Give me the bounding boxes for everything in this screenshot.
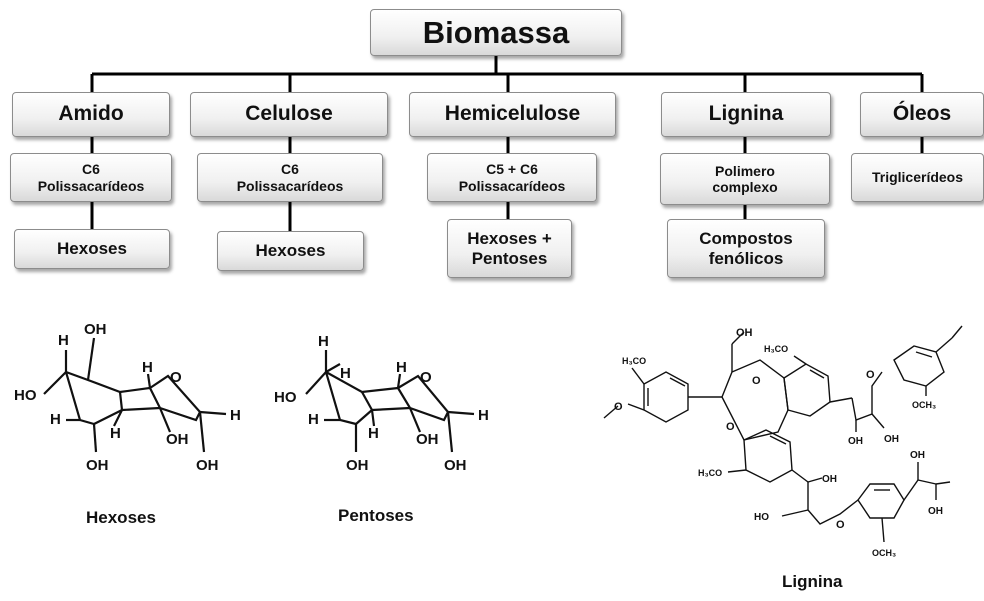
atom-label: O — [420, 369, 432, 386]
atom-label: H — [368, 425, 379, 442]
atom-label: H — [308, 411, 319, 428]
atom-label: HO — [14, 387, 37, 404]
root-label: Biomassa — [422, 14, 570, 50]
atom-label: HO — [754, 512, 769, 523]
product-hemicelulose: Hexoses + Pentoses — [447, 219, 572, 278]
hexose-structure: H OH HO H H O H OH H OH OH — [14, 321, 241, 474]
composition-amido: C6 Polissacarídeos — [10, 153, 172, 202]
atom-label: OH — [928, 506, 943, 517]
atom-label: O — [866, 369, 875, 381]
pentose-structure: H H HO H H O H OH H OH OH — [274, 333, 489, 474]
atom-label: H — [478, 407, 489, 424]
atom-label: O — [752, 375, 761, 387]
atom-label: OH — [910, 450, 925, 461]
product-lignina: Compostos fenólicos — [667, 219, 825, 278]
category-label: Celulose — [245, 102, 333, 126]
category-label: Óleos — [892, 102, 952, 126]
atom-label: H — [318, 333, 329, 350]
atom-label: OH — [884, 434, 899, 445]
atom-label: H — [142, 359, 153, 376]
atom-label: OCH₃ — [912, 400, 936, 410]
composition-hemicelulose: C5 + C6 Polissacarídeos — [427, 153, 597, 202]
atom-label: O — [614, 401, 623, 413]
product-celulose: Hexoses — [217, 231, 364, 271]
atom-label: H — [396, 359, 407, 376]
atom-label: H — [230, 407, 241, 424]
atom-label: H₃CO — [622, 356, 646, 366]
lignin-structure: H₃CO O OH O O H₃CO O OH OH OCH₃ H₃CO OH … — [603, 325, 963, 558]
hexose-caption: Hexoses — [86, 508, 156, 527]
category-label: Amido — [58, 102, 124, 126]
atom-label: OH — [346, 457, 369, 474]
atom-label: O — [170, 369, 182, 386]
atom-label: OH — [822, 474, 837, 485]
category-label: Hemicelulose — [444, 102, 581, 126]
atom-label: H — [58, 332, 69, 349]
lignin-caption: Lignina — [782, 572, 843, 591]
atom-label: OH — [196, 457, 219, 474]
atom-label: OH — [86, 457, 109, 474]
node-amido: Amido — [12, 92, 170, 137]
atom-label: O — [726, 421, 735, 433]
atom-label: H — [340, 365, 351, 382]
atom-label: OH — [84, 321, 107, 338]
root-node: Biomassa — [370, 9, 622, 56]
pentose-caption: Pentoses — [338, 506, 414, 525]
atom-label: H — [50, 411, 61, 428]
node-lignina: Lignina — [661, 92, 831, 137]
atom-label: H — [110, 425, 121, 442]
product-amido: Hexoses — [14, 229, 170, 269]
composition-lignina: Polimero complexo — [660, 153, 830, 205]
atom-label: OH — [166, 431, 189, 448]
atom-label: HO — [274, 389, 297, 406]
atom-label: OCH₃ — [872, 548, 896, 558]
category-label: Lignina — [708, 102, 784, 126]
node-hemicelulose: Hemicelulose — [409, 92, 616, 137]
node-celulose: Celulose — [190, 92, 388, 137]
composition-celulose: C6 Polissacarídeos — [197, 153, 383, 202]
atom-label: OH — [416, 431, 439, 448]
atom-label: O — [836, 519, 845, 531]
atom-label: OH — [848, 436, 863, 447]
atom-label: OH — [444, 457, 467, 474]
node-oleos: Óleos — [860, 92, 984, 137]
atom-label: H₃CO — [698, 468, 722, 478]
atom-label: OH — [736, 327, 753, 339]
atom-label: H₃CO — [764, 344, 788, 354]
